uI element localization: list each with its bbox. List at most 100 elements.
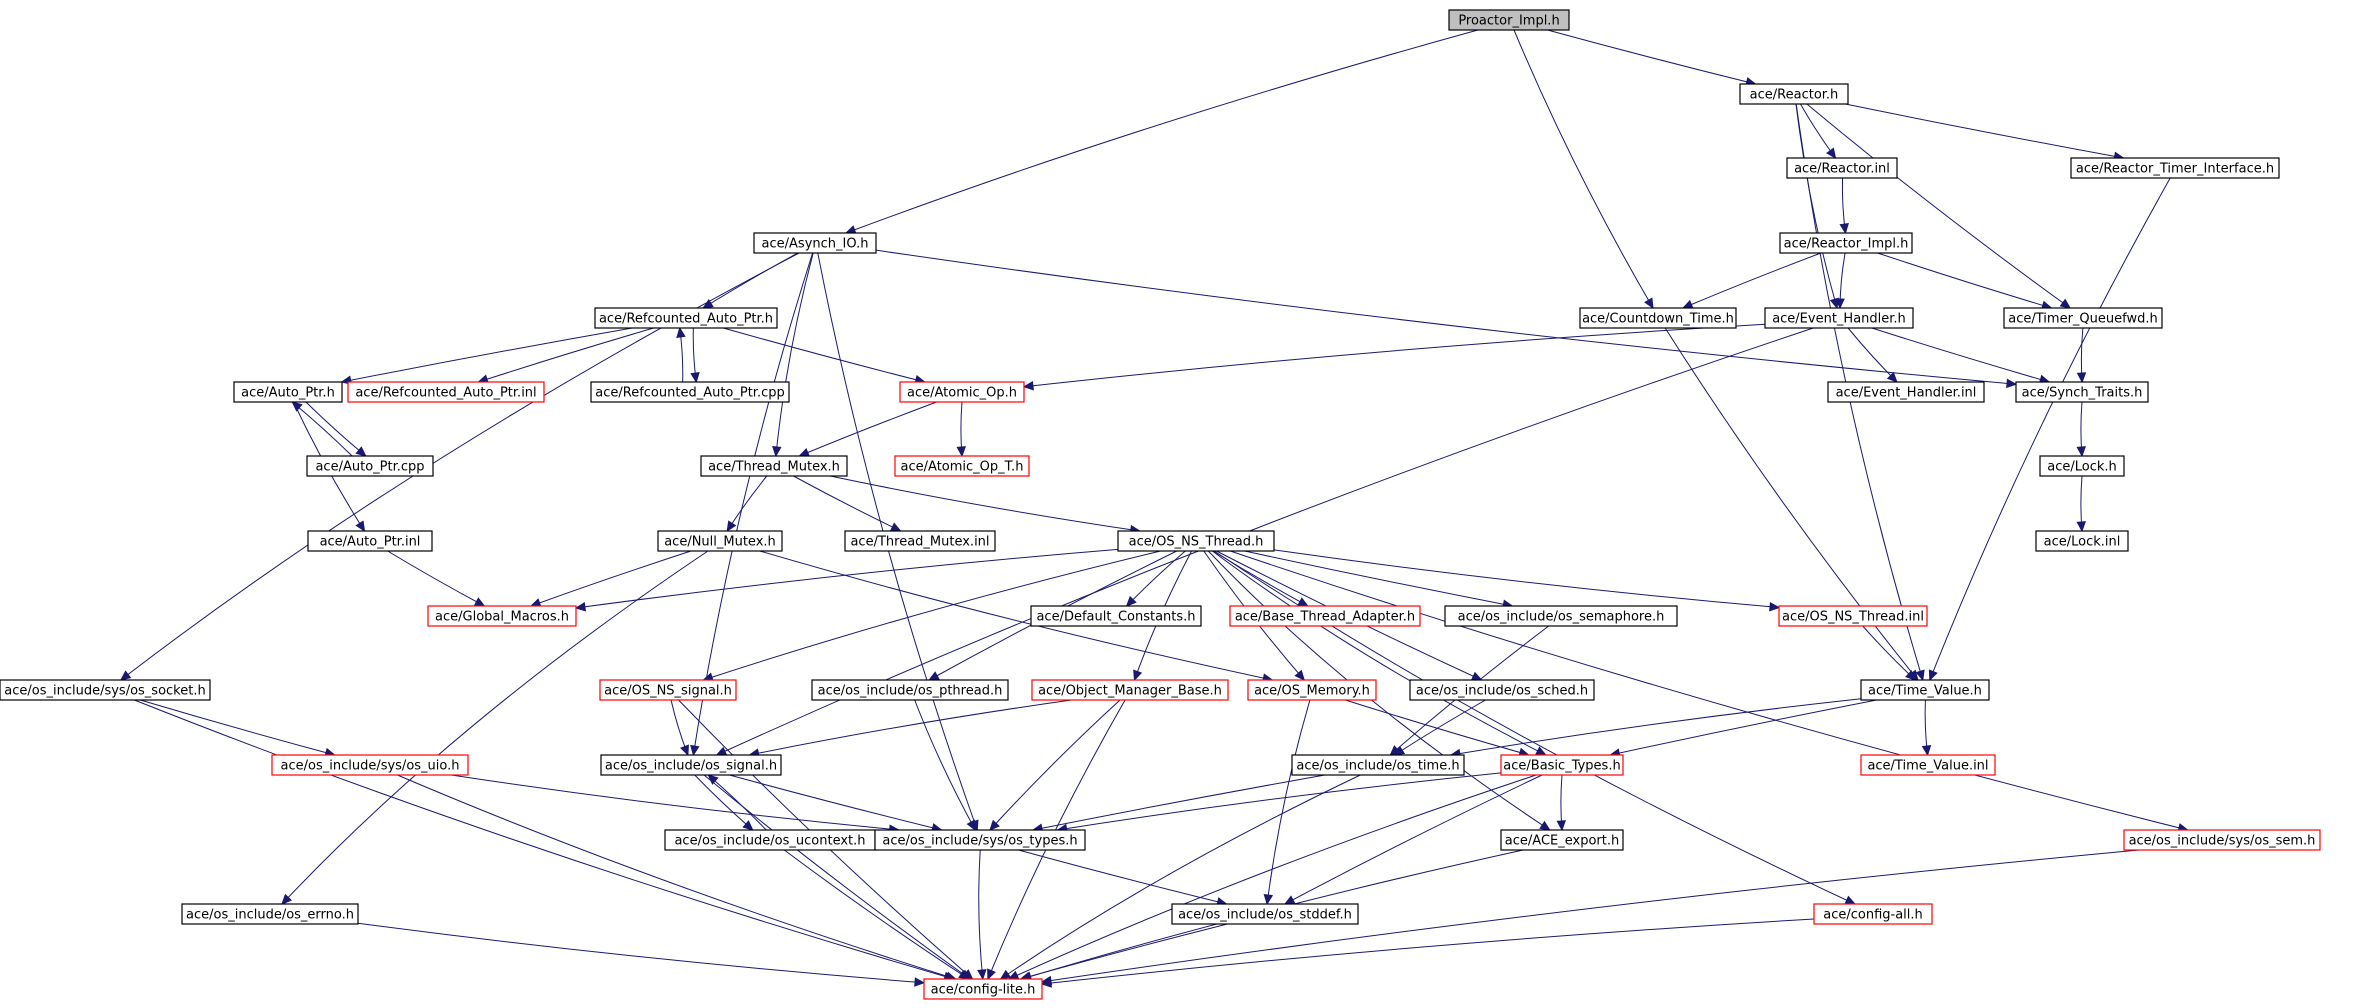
node-asynch-io-h[interactable]: ace/Asynch_IO.h [753,232,877,254]
node-auto-ptr-h[interactable]: ace/Auto_Ptr.h [233,381,343,403]
arrowhead-refcounted_auto_ptr_cpp [690,371,700,384]
node-os-pthread-h[interactable]: ace/os_include/os_pthread.h [811,679,1009,701]
node-atomic-op-h[interactable]: ace/Atomic_Op.h [899,381,1025,403]
node-auto-ptr-inl[interactable]: ace/Auto_Ptr.inl [307,530,433,552]
node-label: ace/Reactor_Impl.h [1784,237,1909,252]
node-box [1778,605,1928,627]
arrowhead-time_value_inl [1921,744,1932,757]
edge-auto_ptr_h-to-auto_ptr_cpp [305,401,367,457]
node-os-memory-h[interactable]: ace/OS_Memory.h [1247,679,1377,701]
node-time-value-h[interactable]: ace/Time_Value.h [1860,679,1990,701]
node-default-constants-h[interactable]: ace/Default_Constants.h [1030,605,1202,627]
node-atomic-op-t-h[interactable]: ace/Atomic_Op_T.h [894,455,1030,477]
edge-reactor_h-to-reactor_inl [1800,103,1836,159]
node-label: ace/Default_Constants.h [1036,610,1195,625]
node-box [1229,605,1421,627]
node-os-socket-h[interactable]: ace/os_include/sys/os_socket.h [0,679,211,701]
edge-refcounted_auto_ptr_h-to-auto_ptr_h [341,327,633,383]
node-thread-mutex-h[interactable]: ace/Thread_Mutex.h [700,455,848,477]
node-synch-traits-h[interactable]: ace/Synch_Traits.h [2015,381,2149,403]
node-time-value-inl[interactable]: ace/Time_Value.inl [1860,754,1996,776]
node-event-handler-h[interactable]: ace/Event_Handler.h [1764,307,1914,329]
node-ace-export-h[interactable]: ace/ACE_export.h [1500,829,1624,851]
arrowhead-default_constants_h [1125,595,1137,607]
node-refcounted-auto-ptr-cpp[interactable]: ace/Refcounted_Auto_Ptr.cpp [590,381,790,403]
node-timer-queuefwd-h[interactable]: ace/Timer_Queuefwd.h [2003,307,2163,329]
node-object-manager-base-h[interactable]: ace/Object_Manager_Base.h [1031,679,1229,701]
node-os-sem-h[interactable]: ace/os_include/sys/os_sem.h [2123,829,2321,851]
edge-os_errno_h-to-config_lite_h [357,922,925,984]
arrowhead-time_value_h [1915,669,1925,682]
arrowhead-synch_traits_h [2006,378,2018,389]
node-os-types-h[interactable]: ace/os_include/sys/os_types.h [874,829,1086,851]
node-event-handler-inl[interactable]: ace/Event_Handler.inl [1827,381,1985,403]
arrowhead-thread_mutex_h [772,446,782,458]
node-os-sched-h[interactable]: ace/os_include/os_sched.h [1409,679,1595,701]
arrowhead-os_signal_h [680,744,689,757]
node-os-semaphore-h[interactable]: ace/os_include/os_semaphore.h [1444,605,1678,627]
edge-reactor_h-to-timer_queuefwd_h [1806,103,2071,309]
node-lock-h[interactable]: ace/Lock.h [2039,455,2125,477]
node-thread-mutex-inl[interactable]: ace/Thread_Mutex.inl [844,530,996,552]
node-label: ace/Time_Value.h [1868,684,1982,699]
node-lock-inl[interactable]: ace/Lock.inl [2035,530,2129,552]
edge-object_manager_base_h-to-os_signal_h [749,699,1072,756]
arrowhead-time_value_h [1905,670,1917,681]
edge-thread_mutex_h-to-thread_mutex_inl [793,475,901,532]
node-box [2070,157,2280,179]
node-auto-ptr-cpp[interactable]: ace/Auto_Ptr.cpp [306,455,434,477]
arrowhead-synch_traits_h [2076,372,2087,384]
node-null-mutex-h[interactable]: ace/Null_Mutex.h [657,530,783,552]
node-countdown-time-h[interactable]: ace/Countdown_Time.h [1579,307,1737,329]
node-os-ns-thread-h[interactable]: ace/OS_NS_Thread.h [1117,530,1275,552]
node-box [811,679,1009,701]
edge-os_ns_thread_h-to-os_ns_thread_inl [1273,549,1780,609]
edge-reactor_timer_interface_h-to-time_value_h [1929,177,2171,681]
edge-object_manager_base_h-to-os_types_h [989,699,1121,831]
arrowhead-time_value_h [1928,669,1938,682]
node-config-all-h[interactable]: ace/config-all.h [1813,903,1933,925]
node-box [844,530,996,552]
node-os-uio-h[interactable]: ace/os_include/sys/os_uio.h [271,754,469,776]
node-os-ns-thread-inl[interactable]: ace/OS_NS_Thread.inl [1778,605,1928,627]
node-refcounted-auto-ptr-inl[interactable]: ace/Refcounted_Auto_Ptr.inl [347,381,545,403]
node-global-macros-h[interactable]: ace/Global_Macros.h [427,605,577,627]
node-label: ace/Reactor_Timer_Interface.h [2076,162,2274,177]
node-os-errno-h[interactable]: ace/os_include/os_errno.h [181,903,359,925]
arrowhead-os_ns_thread_inl [1769,601,1781,612]
node-box [2035,530,2129,552]
arrowhead-auto_ptr_h [291,401,303,412]
node-label: ace/os_include/os_semaphore.h [1458,610,1665,625]
edge-proactor_impl_h-to-reactor_h [1547,29,1756,85]
node-base-thread-adapter-h[interactable]: ace/Base_Thread_Adapter.h [1229,605,1421,627]
arrowhead-ace_export_h [1556,820,1566,832]
arrowhead-lock_h [2076,446,2086,458]
edge-os_pthread_h-to-os_types_h [914,699,976,831]
node-os-signal-h[interactable]: ace/os_include/os_signal.h [600,754,782,776]
node-reactor-inl[interactable]: ace/Reactor.inl [1786,157,1898,179]
node-label: ace/os_include/os_signal.h [605,759,777,774]
node-label: ace/os_include/os_errno.h [186,908,354,923]
node-proactor-impl-h[interactable]: Proactor_Impl.h [1448,9,1570,31]
edge-os_sem_h-to-config_lite_h [1041,849,2139,983]
node-box [874,829,1086,851]
node-config-lite-h[interactable]: ace/config-lite.h [923,978,1043,1000]
edge-reactor_impl_h-to-timer_queuefwd_h [1877,252,2052,309]
node-reactor-h[interactable]: ace/Reactor.h [1739,83,1849,105]
node-label: ace/Refcounted_Auto_Ptr.inl [355,386,536,401]
node-label: ace/Atomic_Op.h [907,386,1017,401]
node-reactor-timer-interface-h[interactable]: ace/Reactor_Timer_Interface.h [2070,157,2280,179]
edge-os_ns_thread_h-to-config_all_h [1213,550,1856,905]
node-os-ucontext-h[interactable]: ace/os_include/os_ucontext.h [664,829,876,851]
node-os-ns-signal-h[interactable]: ace/OS_NS_signal.h [599,679,737,701]
node-label: ace/OS_NS_Thread.inl [1782,610,1924,625]
node-refcounted-auto-ptr-h[interactable]: ace/Refcounted_Auto_Ptr.h [594,307,778,329]
node-os-time-h[interactable]: ace/os_include/os_time.h [1291,754,1465,776]
arrowhead-os_errno_h [281,893,293,905]
node-os-stddef-h[interactable]: ace/os_include/os_stddef.h [1171,903,1359,925]
edge-os_uio_h-to-config_lite_h [397,774,956,980]
node-basic-types-h[interactable]: ace/Basic_Types.h [1500,754,1624,776]
arrowhead-refcounted_auto_ptr_h [676,326,686,339]
node-reactor-impl-h[interactable]: ace/Reactor_Impl.h [1779,232,1913,254]
node-label: ace/os_include/sys/os_socket.h [4,684,205,699]
